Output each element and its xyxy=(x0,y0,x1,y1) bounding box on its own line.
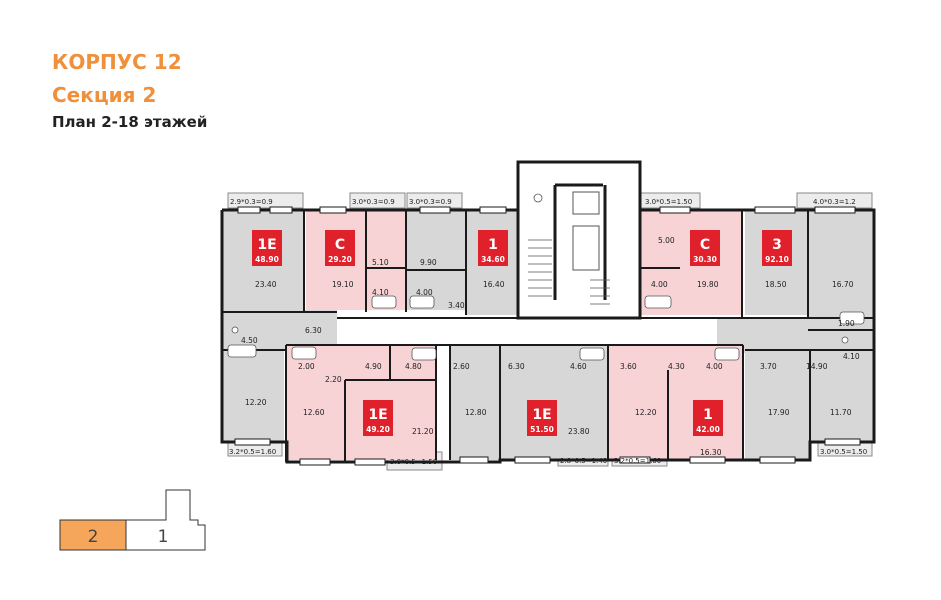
room-area: 4.00 xyxy=(651,280,668,289)
room-area: 16.30 xyxy=(700,448,722,457)
balcony-label: 3.0*0.3=0.9 xyxy=(409,198,452,206)
room-area: 6.30 xyxy=(508,362,525,371)
section-1-button[interactable]: 1 xyxy=(125,489,206,551)
balcony-label: 3.0*0.5=1.50 xyxy=(645,198,692,206)
room-area: 21.20 xyxy=(412,427,434,436)
unit-badge-c-29[interactable]: С 29.20 xyxy=(325,230,355,266)
room-fill-mid xyxy=(406,210,466,310)
room-fill-bl xyxy=(222,350,284,442)
room-area: 3.60 xyxy=(620,362,637,371)
room-area: 4.30 xyxy=(668,362,685,371)
room-labels: 23.40 19.10 5.10 4.10 9.90 4.00 3.40 16.… xyxy=(241,236,860,457)
room-area: 2.00 xyxy=(298,362,315,371)
unit-area: 49.20 xyxy=(366,425,390,434)
unit-area: 92.10 xyxy=(765,255,789,264)
unit-type: 1Е xyxy=(532,407,551,423)
room-area: 14.90 xyxy=(806,362,828,371)
room-area: 2.20 xyxy=(325,375,342,384)
section-title: Секция 2 xyxy=(52,83,157,107)
room-area: 12.80 xyxy=(465,408,487,417)
room-area: 3.40 xyxy=(448,301,465,310)
room-area: 4.80 xyxy=(405,362,422,371)
balcony-label: 3.0*0.5=1.50 xyxy=(820,448,867,456)
unit-area: 51.50 xyxy=(530,425,554,434)
room-area: 9.90 xyxy=(420,258,437,267)
bath-fixtures xyxy=(227,193,865,361)
room-area: 4.00 xyxy=(416,288,433,297)
room-area: 1.90 xyxy=(838,319,855,328)
balcony-label: 3.2*0.5=1.60 xyxy=(229,448,276,456)
room-area: 17.90 xyxy=(768,408,790,417)
floors-subtitle: План 2-18 этажей xyxy=(52,113,208,131)
section-2-label: 2 xyxy=(88,527,99,547)
room-fill-1e-bottom-left xyxy=(286,345,436,460)
unit-badge-c-30[interactable]: С 30.30 xyxy=(690,230,720,266)
section-selector[interactable]: 2 1 xyxy=(59,489,206,551)
unit-type: 3 xyxy=(772,237,782,253)
room-area: 23.80 xyxy=(568,427,590,436)
room-area: 12.60 xyxy=(303,408,325,417)
unit-badge-1-42[interactable]: 1 42.00 xyxy=(693,400,723,436)
balcony-labels: 2.9*0.3=0.9 3.0*0.3=0.9 3.0*0.3=0.9 3.0*… xyxy=(229,198,867,466)
room-area: 12.20 xyxy=(245,398,267,407)
room-fill-3-b xyxy=(808,210,874,330)
room-fill-mid-bottom xyxy=(450,345,500,460)
unit-type: 1Е xyxy=(368,407,387,423)
unit-badge-1e-49[interactable]: 1Е 49.20 xyxy=(363,400,393,436)
room-area: 4.10 xyxy=(372,288,389,297)
unit-type: С xyxy=(700,237,710,253)
windows xyxy=(234,206,861,466)
room-fill-1-bottom-a xyxy=(608,345,668,460)
unit-type: 1 xyxy=(703,407,713,423)
unit-type: 1Е xyxy=(257,237,276,253)
unit-area: 48.90 xyxy=(255,255,279,264)
room-area: 2.60 xyxy=(453,362,470,371)
room-fills xyxy=(222,162,874,460)
elevator-a xyxy=(572,191,600,215)
room-area: 4.10 xyxy=(843,352,860,361)
room-area: 6.30 xyxy=(305,326,322,335)
room-area: 12.20 xyxy=(635,408,657,417)
room-area: 5.10 xyxy=(372,258,389,267)
room-area: 19.80 xyxy=(697,280,719,289)
unit-area: 29.20 xyxy=(328,255,352,264)
room-area: 16.70 xyxy=(832,280,854,289)
room-area: 4.50 xyxy=(241,336,258,345)
building-title: КОРПУС 12 xyxy=(52,50,182,74)
section-1-label: 1 xyxy=(158,527,169,547)
room-area: 5.00 xyxy=(658,236,675,245)
room-area: 18.50 xyxy=(765,280,787,289)
unit-badge-3-92[interactable]: 3 92.10 xyxy=(762,230,792,266)
unit-badge-1-34[interactable]: 1 34.60 xyxy=(478,230,508,266)
section-2-button[interactable]: 2 xyxy=(59,519,127,551)
room-area: 23.40 xyxy=(255,280,277,289)
balcony-label: 3.0*0.3=0.9 xyxy=(352,198,395,206)
room-area: 16.40 xyxy=(483,280,505,289)
elevator-b xyxy=(572,225,600,271)
room-area: 4.00 xyxy=(706,362,723,371)
room-area: 4.90 xyxy=(365,362,382,371)
unit-type: С xyxy=(335,237,345,253)
balcony-label: 3.0*0.5=1.50 xyxy=(390,458,437,466)
unit-badge-1e-48[interactable]: 1Е 48.90 xyxy=(252,230,282,266)
balcony-label: 2.8*0.5=1.40 xyxy=(560,457,607,465)
room-fill-br-a xyxy=(745,350,810,460)
balcony-label: 4.0*0.3=1.2 xyxy=(813,198,856,206)
unit-area: 42.00 xyxy=(696,425,720,434)
room-fill-c-left-b xyxy=(366,210,406,310)
unit-badge-1e-51[interactable]: 1Е 51.50 xyxy=(527,400,557,436)
unit-area: 30.30 xyxy=(693,255,717,264)
balcony-label: 2.9*0.3=0.9 xyxy=(230,198,273,206)
room-area: 3.70 xyxy=(760,362,777,371)
room-area: 11.70 xyxy=(830,408,852,417)
balcony-label: 3.2*0.5=1.60 xyxy=(614,457,661,465)
room-area: 19.10 xyxy=(332,280,354,289)
room-fill-br-b xyxy=(810,350,874,442)
room-area: 4.60 xyxy=(570,362,587,371)
staircase xyxy=(528,239,610,305)
unit-type: 1 xyxy=(488,237,498,253)
unit-area: 34.60 xyxy=(481,255,505,264)
unit-badges[interactable]: 1Е 48.90 С 29.20 1 34.60 С 30.30 3 92.10… xyxy=(252,230,792,436)
